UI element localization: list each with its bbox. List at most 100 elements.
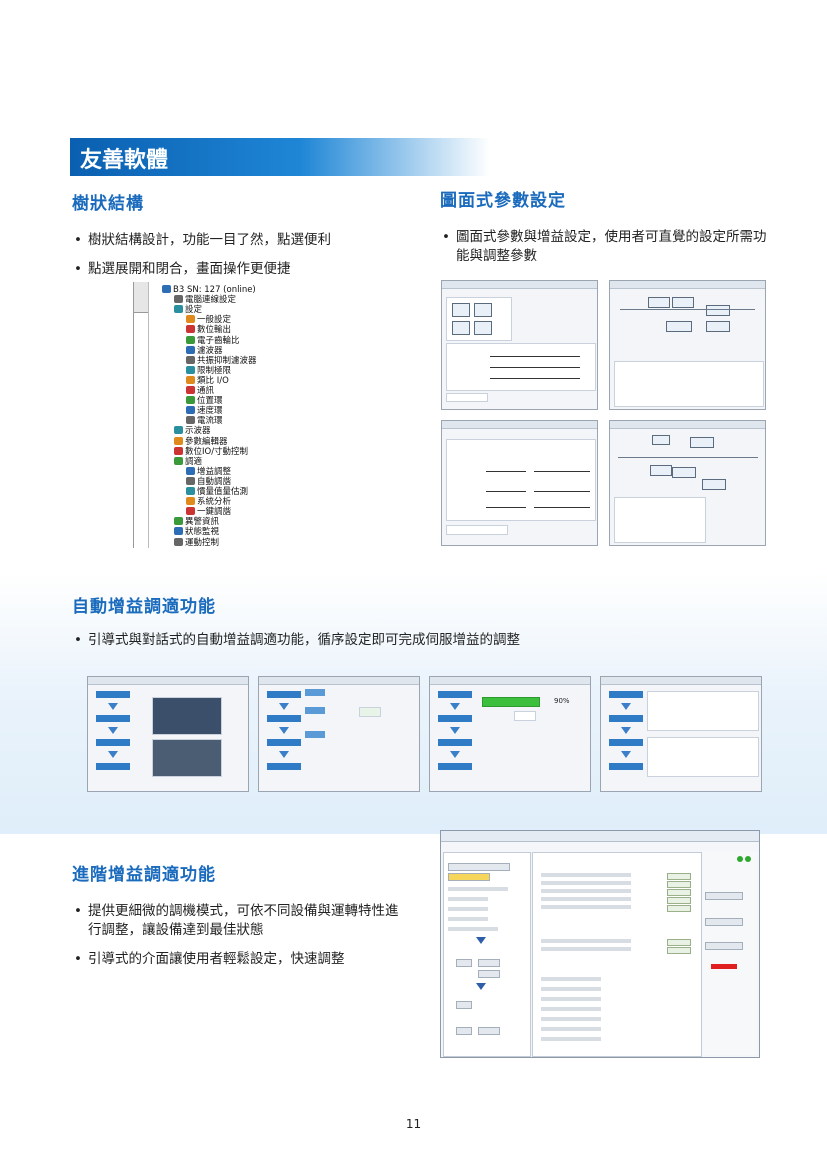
bullet-item: 提供更細微的調機模式，可依不同設備與運轉特性進行調整，讓設備達到最佳狀態 [72, 902, 402, 940]
screenshot-loop-diagram [609, 280, 766, 410]
tree-item[interactable]: 慣量值量估測 [186, 487, 248, 498]
tree-item-label: 通訊 [197, 386, 215, 396]
tree-item[interactable]: 數位輸出 [186, 325, 231, 336]
drive-icon [162, 285, 171, 293]
output-icon [186, 325, 195, 334]
jog-icon [174, 446, 183, 455]
progress-percent: 90% [554, 697, 570, 705]
tree-item-label: 電流環 [197, 416, 223, 427]
tree-item-label: 參數編輯器 [185, 436, 228, 447]
auto-gain-heading: 自動增益調適功能 [72, 597, 216, 617]
speed-loop-icon [186, 406, 195, 415]
tree-item-label: B3 SN: 127 (online) [173, 285, 256, 295]
motion-icon [174, 537, 183, 546]
tree-item-label: 一鍵調諧 [197, 507, 232, 518]
tree-item[interactable]: B3 SN: 127 (online) [162, 285, 256, 296]
bullet-item: 樹狀結構設計，功能一目了然，點選便利 [72, 231, 412, 250]
tree-item[interactable]: 通訊 [186, 386, 214, 397]
tree-item-label: 慣量值量估測 [197, 487, 249, 497]
tree-item[interactable]: 系統分析 [186, 497, 231, 508]
tree-item-label: 類比 I/O [197, 375, 229, 386]
tree-item[interactable]: 調適 [174, 456, 203, 468]
position-loop-icon [186, 396, 195, 405]
parameter-editor-icon [174, 436, 183, 445]
tree-item-label: 增益調整 [197, 466, 232, 477]
tree-item-label: 狀態監視 [185, 527, 220, 538]
bullet-item: 引導式的介面讓使用者輕鬆設定，快速調整 [72, 950, 402, 969]
tree-item-label: 運動控制 [185, 537, 220, 548]
tree-item-label: 一般設定 [197, 315, 232, 326]
scope-icon [174, 426, 183, 435]
auto-gain-bullets: 引導式與對話式的自動增益調適功能，循序設定即可完成伺服增益的調整 [72, 631, 772, 660]
graphic-setting-heading: 圖面式參數設定 [440, 191, 566, 211]
resonance-filter-icon [186, 355, 195, 364]
tree-item-label: 設定 [185, 305, 203, 316]
advanced-gain-bullets: 提供更細微的調機模式，可依不同設備與運轉特性進行調整，讓設備達到最佳狀態 引導式… [72, 902, 402, 979]
tree-item-label: 電子齒輪比 [197, 335, 240, 346]
tree-item-label: 電腦連線設定 [185, 295, 237, 306]
tree-item[interactable]: 參數編輯器 [174, 436, 228, 448]
inertia-icon [186, 487, 195, 495]
current-loop-icon [186, 416, 195, 425]
tree-side-tab [134, 282, 149, 313]
tree-item[interactable]: 限制極限 [186, 365, 231, 377]
tree-item-label: 系統分析 [197, 497, 232, 508]
tuning-icon [174, 456, 183, 465]
tree-item[interactable]: 速度環 [186, 406, 223, 417]
advanced-gain-heading: 進階增益調適功能 [72, 865, 216, 885]
auto-gain-screenshot-2 [258, 676, 420, 792]
auto-gain-screenshot-4 [600, 676, 762, 792]
tree-item[interactable]: 電流環 [186, 416, 223, 427]
gain-icon [186, 466, 195, 475]
tree-item-label: 自動調諧 [197, 476, 232, 487]
auto-gain-screenshot-1 [87, 676, 249, 792]
auto-tune-icon [186, 476, 195, 485]
auto-gain-screenshot-3: 90% [429, 676, 591, 792]
banner-title: 友善軟體 [80, 148, 169, 173]
graphic-setting-bullets: 圖面式參數與增益設定，使用者可直覺的設定所需功能與調整參數 [440, 228, 770, 276]
tree-item[interactable]: 異警資訊 [174, 517, 219, 528]
one-key-tune-icon [186, 507, 195, 516]
monitor-icon [174, 527, 183, 536]
tree-item[interactable]: 共振抑制濾波器 [186, 355, 257, 367]
progress-bar [482, 697, 540, 707]
tree-item[interactable]: 設定 [174, 305, 202, 316]
tree-item-label: 共振抑制濾波器 [197, 355, 257, 366]
tree-item[interactable]: 數位IO/寸動控制 [174, 446, 248, 458]
tree-item[interactable]: 電腦連線設定 [174, 295, 236, 306]
tree-item[interactable]: 示波器 [174, 426, 211, 437]
analysis-icon [186, 497, 195, 506]
tree-item[interactable]: 狀態監視 [174, 527, 219, 538]
screenshot-control-diagram [609, 420, 766, 546]
tree-item-label: 濾波器 [197, 345, 223, 356]
screenshot-gain-panel [441, 280, 598, 410]
alarm-icon [174, 517, 183, 526]
page-number: 11 [405, 1117, 422, 1131]
advanced-gain-screenshot [440, 830, 760, 1058]
settings-icon [174, 305, 183, 314]
tree-item-label: 位置環 [197, 396, 223, 407]
tree-item[interactable]: 位置環 [186, 396, 223, 407]
tree-item[interactable]: 濾波器 [186, 345, 223, 357]
tree-item[interactable]: 增益調整 [186, 466, 232, 478]
tree-item-label: 調適 [185, 456, 203, 467]
tree-item[interactable]: 自動調諧 [186, 476, 232, 488]
tree-item-label: 示波器 [185, 426, 211, 437]
pc-link-icon [174, 295, 183, 304]
tree-item[interactable]: 運動控制 [174, 537, 220, 549]
analog-io-icon [186, 375, 195, 384]
gear-icon [186, 315, 195, 324]
communication-icon [186, 386, 195, 394]
tree-structure-bullets: 樹狀結構設計，功能一目了然，點選便利 點選展開和閉合，畫面操作更便捷 [72, 231, 412, 289]
tree-structure-heading: 樹狀結構 [72, 194, 144, 214]
tree-item[interactable]: 類比 I/O [186, 375, 229, 387]
tree-item[interactable]: 一般設定 [186, 315, 231, 326]
bullet-item: 圖面式參數與增益設定，使用者可直覺的設定所需功能與調整參數 [440, 228, 770, 266]
tree-item-label: 速度環 [197, 406, 223, 417]
tree-divider [148, 282, 149, 548]
tree-item[interactable]: 一鍵調諧 [186, 507, 231, 518]
tree-item-label: 異警資訊 [185, 517, 220, 528]
tree-view-screenshot: B3 SN: 127 (online)電腦連線設定設定一般設定數位輸出電子齒輪比… [133, 282, 326, 548]
section-banner: 友善軟體 [70, 138, 490, 176]
tree-item[interactable]: 電子齒輪比 [186, 335, 240, 347]
